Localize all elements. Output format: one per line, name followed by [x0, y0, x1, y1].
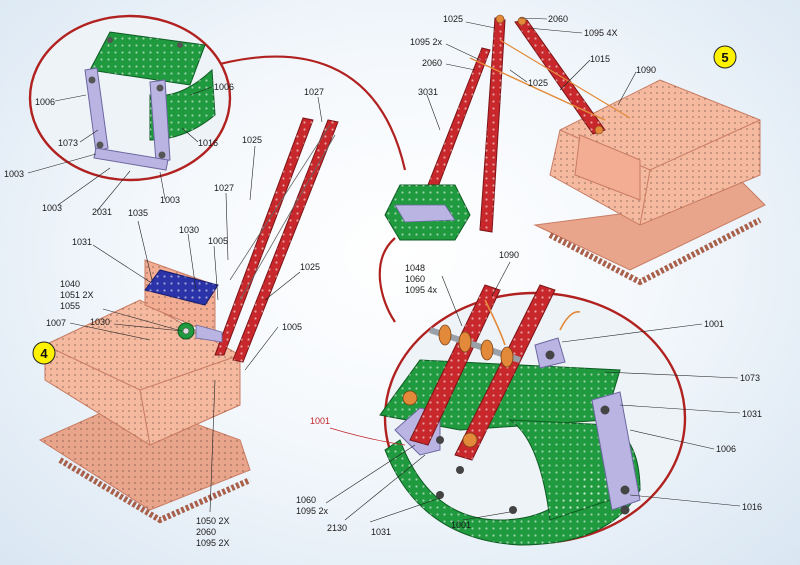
- label-1095-bottom: 1095 2X: [196, 538, 230, 548]
- label-1025-boom-mid: 1025: [528, 78, 548, 88]
- label-2060-bottom: 2060: [196, 527, 216, 537]
- label-1007: 1007: [46, 318, 66, 328]
- label-1027-mid: 1027: [214, 183, 234, 193]
- label-1031-bottom: 1031: [371, 527, 391, 537]
- label-1001-bottom: 1001: [451, 520, 471, 530]
- label-1095-4x: 1095 4X: [584, 28, 618, 38]
- label-1005-right: 1005: [282, 322, 302, 332]
- label-1031: 1031: [72, 237, 92, 247]
- crane-step5: 5: [384, 14, 766, 286]
- connector-curve-top: [204, 55, 407, 171]
- bucket-step5: [384, 184, 471, 241]
- label-1073: 1073: [58, 138, 78, 148]
- label-1006-left: 1006: [35, 97, 55, 107]
- label-1030-mid: 1030: [90, 317, 110, 327]
- label-1003-a: 1003: [4, 169, 24, 179]
- boom-step4: [214, 117, 339, 363]
- label-1048: 1048: [405, 263, 425, 273]
- label-1003-b: 1003: [42, 203, 62, 213]
- label-1095-4x-low: 1095 4x: [405, 285, 438, 295]
- label-1055: 1055: [60, 301, 80, 311]
- label-1030-top: 1030: [179, 225, 199, 235]
- label-3031: 3031: [418, 87, 438, 97]
- label-1095-2x-bottom: 1095 2x: [296, 506, 329, 516]
- detail-circle-top-left: [27, 14, 232, 212]
- label-1090-top: 1090: [636, 65, 656, 75]
- label-1027-top: 1027: [304, 87, 324, 97]
- part-labels: 1006 1006 1073 1016 1003 1003 2031 1003 …: [4, 14, 762, 548]
- label-2130: 2130: [327, 523, 347, 533]
- label-1025-right: 1025: [300, 262, 320, 272]
- step-4-number: 4: [40, 346, 48, 361]
- label-2060-top: 2060: [548, 14, 568, 24]
- step-5-number: 5: [721, 50, 728, 65]
- label-1006-bottom: 1006: [716, 444, 736, 454]
- step4-leaders: [69, 96, 323, 513]
- label-2031: 2031: [92, 207, 112, 217]
- label-1060-bottom: 1060: [296, 495, 316, 505]
- label-1040: 1040: [60, 279, 80, 289]
- label-1006-right: 1006: [214, 82, 234, 92]
- label-1051: 1051 2X: [60, 290, 94, 300]
- label-1025-boom-top: 1025: [443, 14, 463, 24]
- step-4-badge: 4: [32, 341, 56, 365]
- label-1001-red: 1001: [310, 416, 330, 426]
- label-1016-bottom: 1016: [742, 502, 762, 512]
- label-1035: 1035: [128, 208, 148, 218]
- label-1031-right: 1031: [742, 409, 762, 419]
- crane-step4: 4: [32, 117, 339, 524]
- cabin-roof: [144, 269, 219, 306]
- connector-curve-bottom: [378, 237, 396, 323]
- label-1073-right: 1073: [740, 373, 760, 383]
- step-5-badge: 5: [713, 45, 737, 69]
- label-1025-top: 1025: [242, 135, 262, 145]
- label-1001-right: 1001: [704, 319, 724, 329]
- detail-circle-bottom-right: [325, 261, 741, 546]
- label-1003-c: 1003: [160, 195, 180, 205]
- label-1016: 1016: [198, 138, 218, 148]
- label-1060-top: 1060: [405, 274, 425, 284]
- label-1015: 1015: [590, 54, 610, 64]
- label-1090-low: 1090: [499, 250, 519, 260]
- label-2060-mid: 2060: [422, 58, 442, 68]
- label-1050: 1050 2X: [196, 516, 230, 526]
- track-left: [38, 399, 252, 524]
- label-1095-2x: 1095 2x: [410, 37, 443, 47]
- lilac-bracket: [195, 324, 223, 343]
- hub-center: [182, 327, 190, 335]
- label-1005-top: 1005: [208, 236, 228, 246]
